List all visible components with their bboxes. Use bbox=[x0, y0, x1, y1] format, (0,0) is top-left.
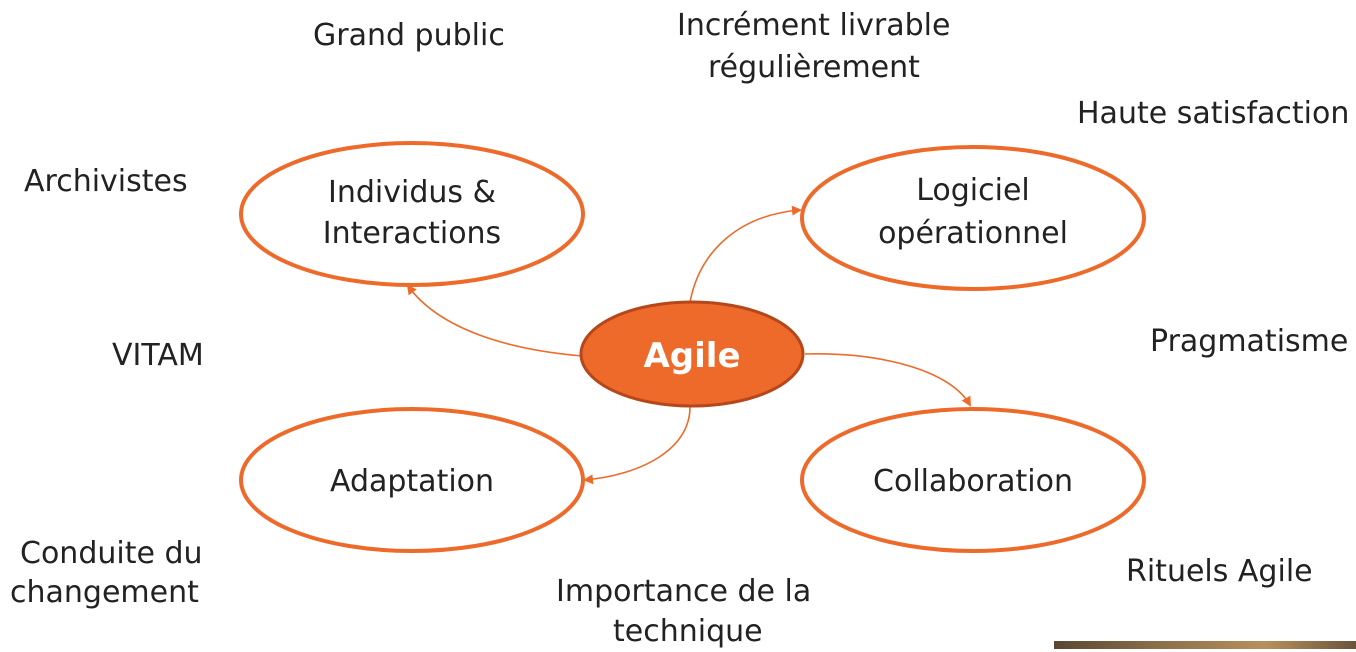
node-adaptation: Adaptation bbox=[239, 407, 585, 553]
note-conduite-line2: changement bbox=[10, 575, 199, 610]
connector-adaptation bbox=[583, 406, 691, 485]
node-collaboration: Collaboration bbox=[800, 407, 1146, 553]
node-collaboration-label: Collaboration bbox=[873, 464, 1073, 499]
node-individus-line2: Interactions bbox=[323, 216, 501, 251]
note-importance-line1: Importance de la bbox=[556, 574, 812, 609]
note-rituels: Rituels Agile bbox=[1126, 554, 1313, 589]
note-pragmatisme: Pragmatisme bbox=[1150, 324, 1349, 359]
note-conduite-line1: Conduite du bbox=[20, 536, 203, 571]
node-logiciel-line1: Logiciel bbox=[916, 173, 1030, 208]
node-individus-line1: Individus & bbox=[328, 175, 496, 210]
connector-collaboration bbox=[804, 353, 971, 407]
node-agile-center: Agile bbox=[579, 300, 805, 408]
photo-thumbnail-edge bbox=[1054, 641, 1356, 649]
connector-individus bbox=[406, 284, 584, 357]
note-increment-line2: régulièrement bbox=[708, 50, 920, 85]
note-vitam: VITAM bbox=[112, 338, 204, 373]
note-archivistes: Archivistes bbox=[24, 164, 188, 199]
note-increment-line1: Incrément livrable bbox=[677, 8, 951, 43]
node-logiciel: Logiciel opérationnel bbox=[800, 145, 1146, 291]
node-individus: Individus & Interactions bbox=[239, 141, 585, 287]
note-grand-public: Grand public bbox=[313, 18, 505, 53]
center-label: Agile bbox=[643, 336, 740, 376]
connector-logiciel bbox=[689, 205, 802, 303]
node-adaptation-label: Adaptation bbox=[330, 464, 494, 499]
note-haute-satisfaction: Haute satisfaction bbox=[1077, 96, 1350, 131]
note-importance-line2: technique bbox=[613, 614, 763, 649]
node-logiciel-line2: opérationnel bbox=[878, 216, 1068, 251]
